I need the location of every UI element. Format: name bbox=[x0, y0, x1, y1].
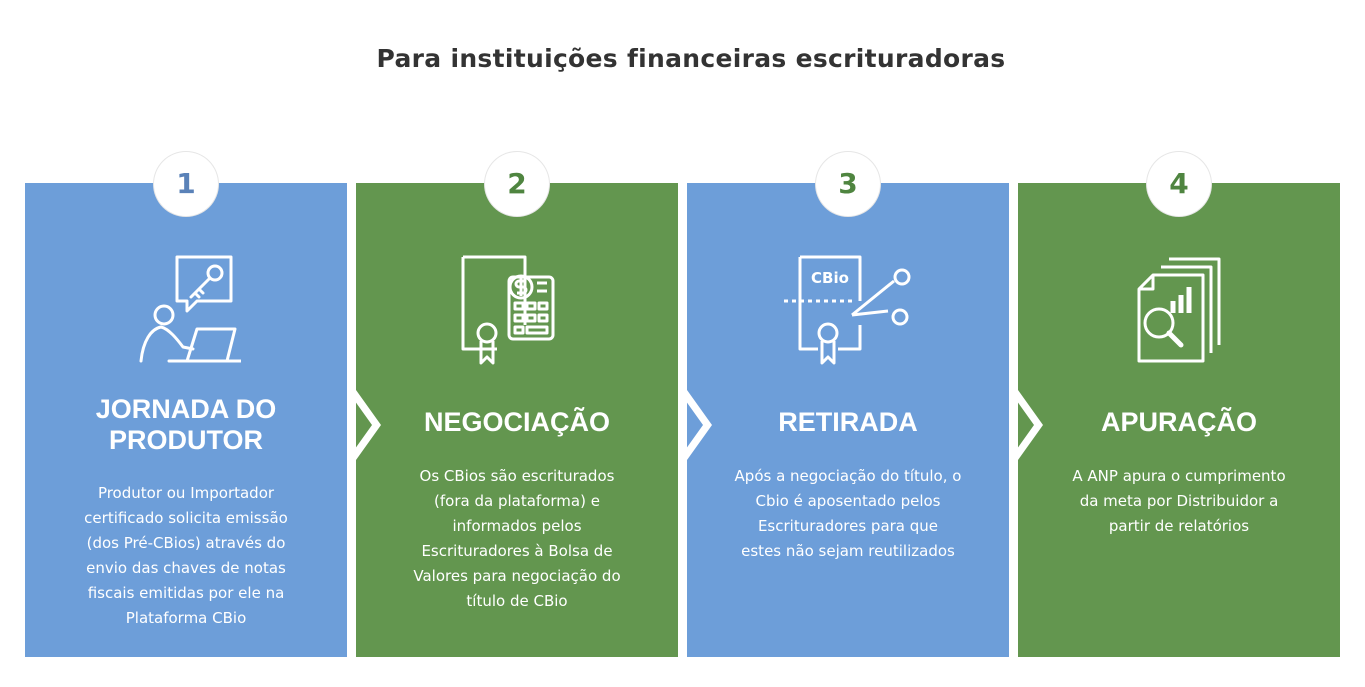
step-description: Produtor ou Importador certificado solic… bbox=[84, 484, 288, 627]
chevron-right-icon bbox=[347, 390, 381, 460]
step-number-badge: 2 bbox=[485, 152, 549, 216]
step-number-badge: 1 bbox=[154, 152, 218, 216]
certificate-label: CBio bbox=[811, 269, 849, 287]
step-panel-2: 2 NEGOCIAÇÃO Os CBios são escriturados (… bbox=[356, 152, 678, 657]
step-title: NEGOCIAÇÃO bbox=[423, 407, 610, 437]
step-title: JORNADA DO PRODUTOR bbox=[95, 394, 277, 455]
page-title: Para instituições financeiras escriturad… bbox=[376, 44, 1006, 73]
step-panel-1: 1 JORNADA DO PRODUTOR Produtor ou Import… bbox=[25, 152, 347, 657]
step-title: RETIRADA bbox=[778, 407, 918, 437]
certificate-scissors-icon: CBio bbox=[784, 255, 911, 365]
step-description: Após a negociação do título, o Cbio é ap… bbox=[734, 467, 962, 560]
user-laptop-key-chat-icon bbox=[139, 255, 241, 363]
chevron-right-icon bbox=[1009, 390, 1043, 460]
chevron-right-icon bbox=[678, 390, 712, 460]
step-description: Os CBios são escriturados (fora da plata… bbox=[413, 467, 621, 610]
step-description: A ANP apura o cumprimento da meta por Di… bbox=[1072, 467, 1286, 535]
step-number-badge: 4 bbox=[1147, 152, 1211, 216]
step-panel-3: 3 CBio RETIRADA Após a negociação do tít… bbox=[687, 152, 1009, 657]
step-panel-4: 4 APURAÇÃO A ANP apura o cumprimento da … bbox=[1018, 152, 1340, 657]
step-title: APURAÇÃO bbox=[1100, 407, 1257, 437]
step-number-badge: 3 bbox=[816, 152, 880, 216]
certificate-dollar-calculator-icon bbox=[461, 255, 555, 365]
reports-magnifier-icon bbox=[1137, 257, 1221, 363]
